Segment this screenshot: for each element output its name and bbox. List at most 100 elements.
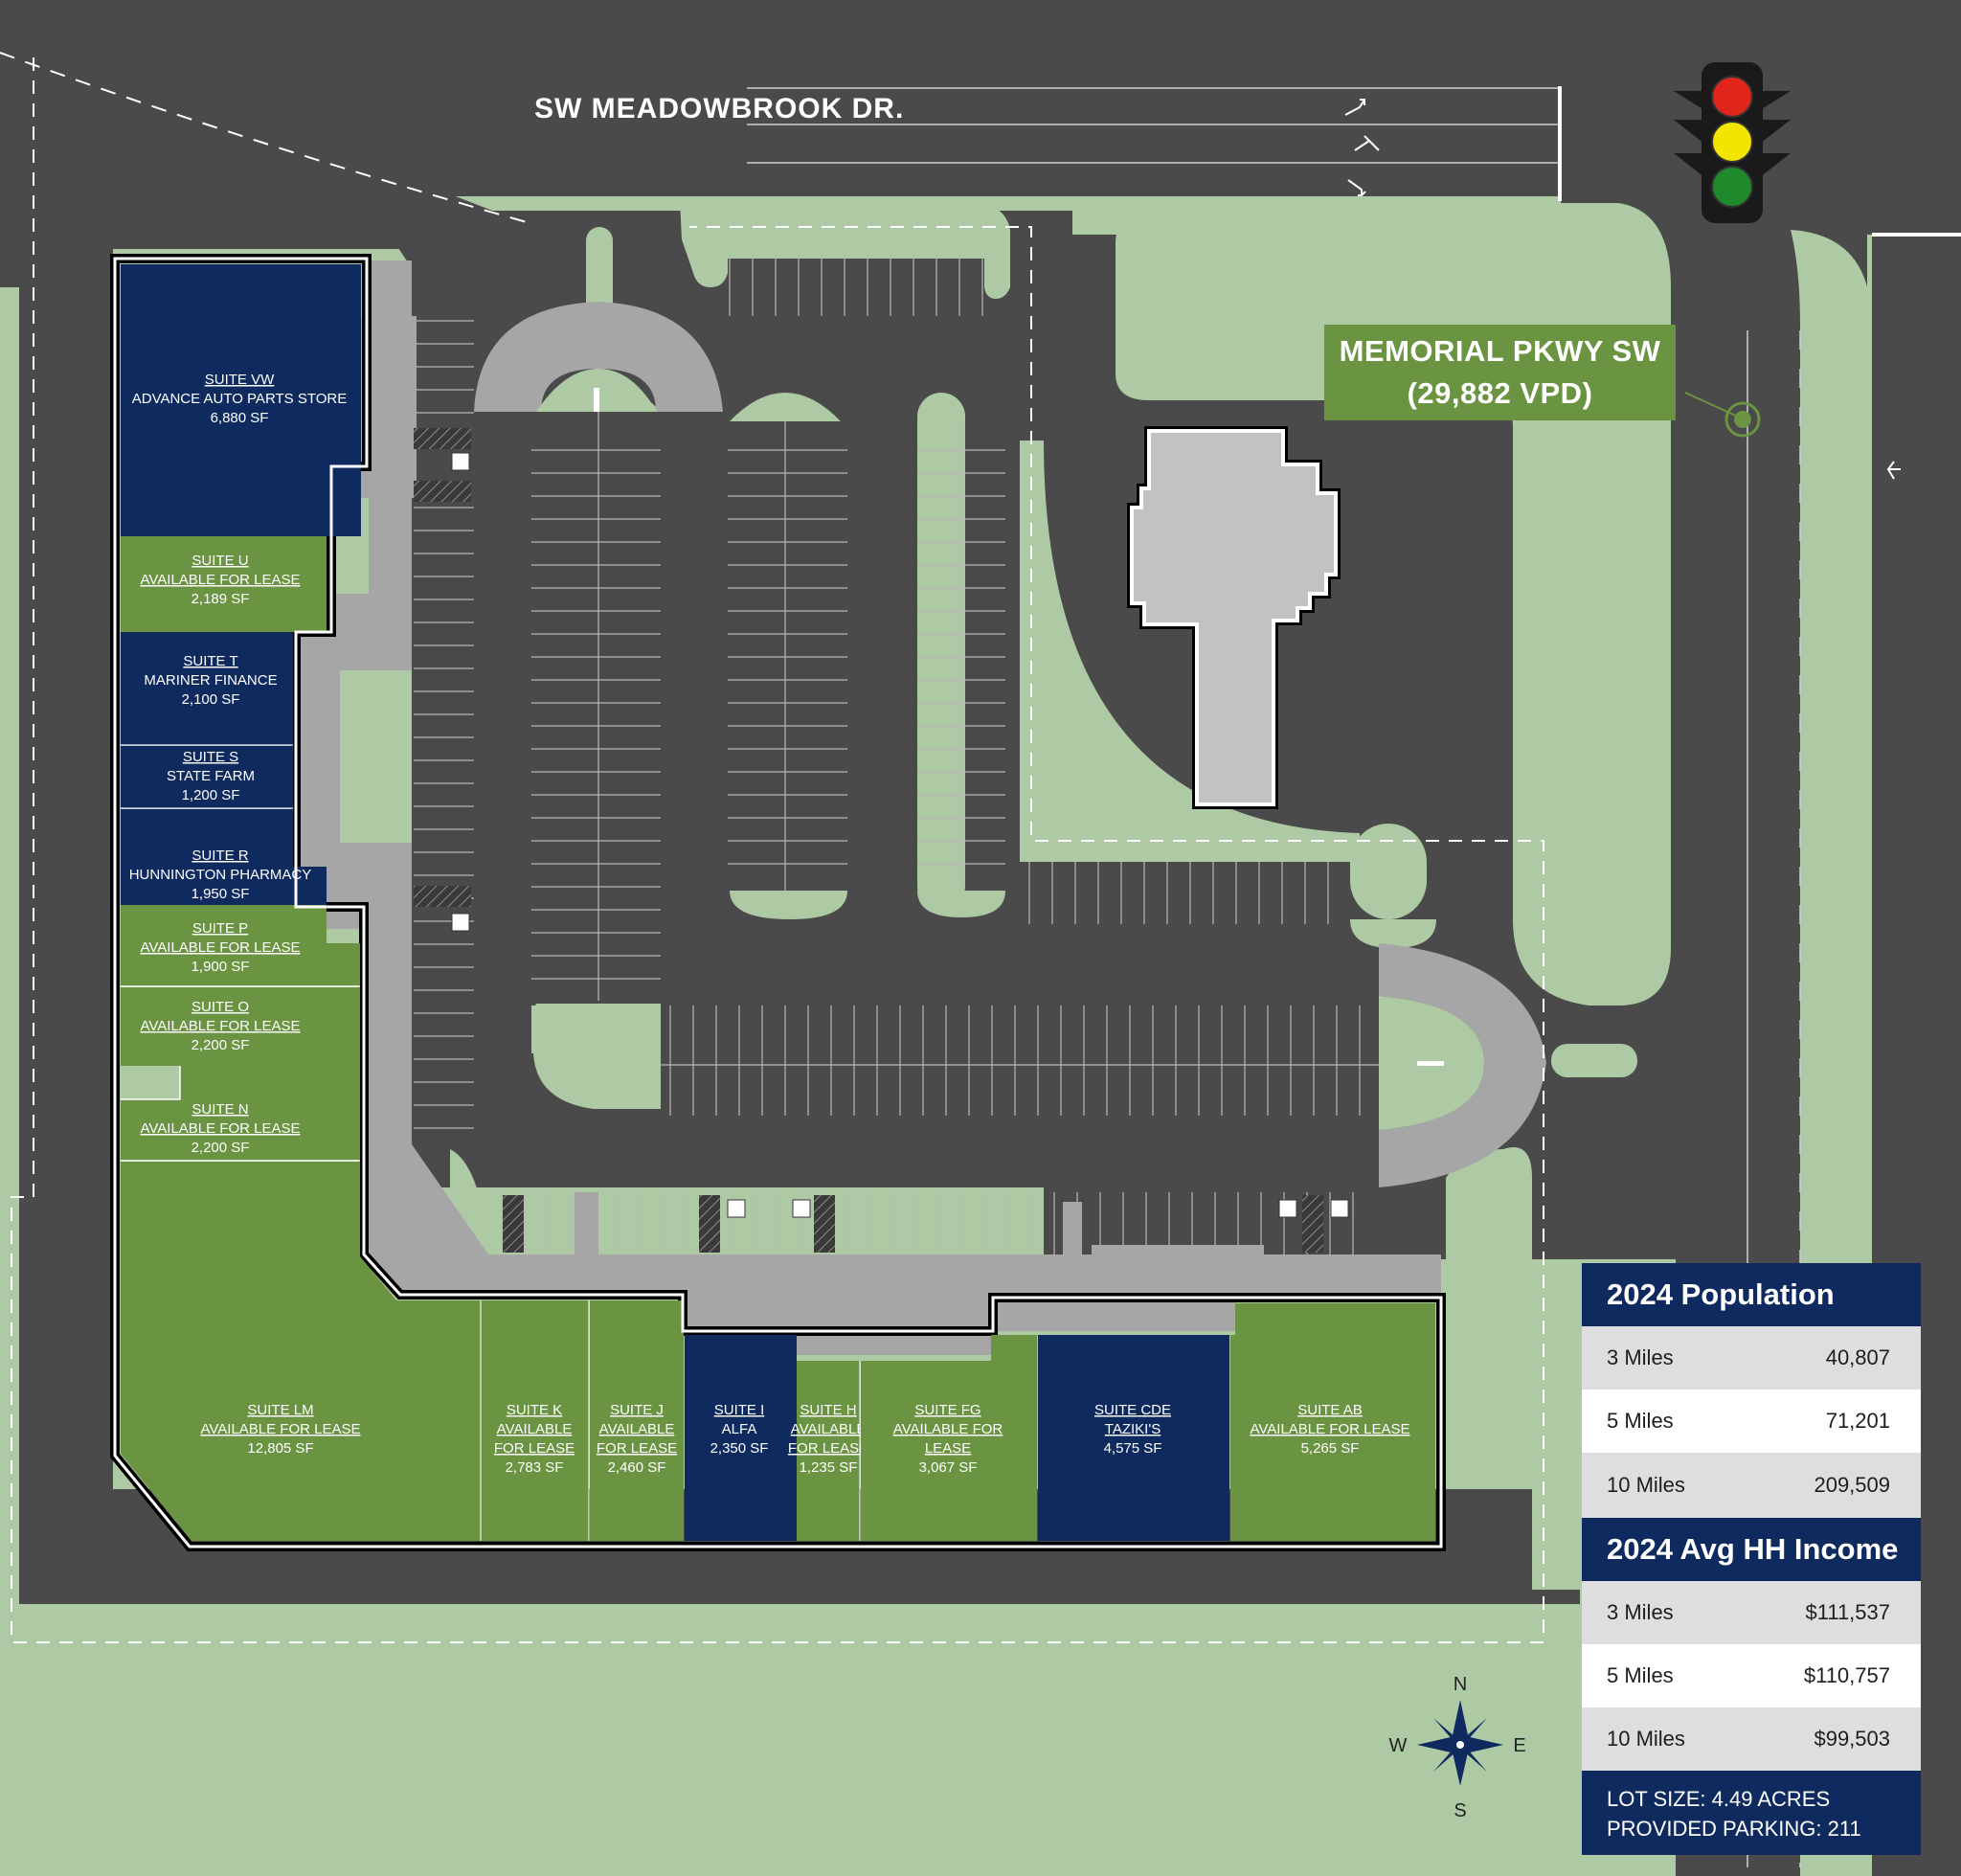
population-value-3mi: 40,807 (1825, 1345, 1890, 1369)
demographics-panel: 2024 Population 3 Miles 40,807 5 Miles 7… (1582, 1263, 1921, 1874)
property-boundary (11, 57, 1544, 1643)
suite-k-tenant-1: AVAILABLE (497, 1421, 573, 1437)
income-value-5mi: $110,757 (1803, 1663, 1890, 1687)
compass-rose-icon: N S E W (1389, 1674, 1526, 1821)
population-row: 10 Miles 209,509 (1582, 1453, 1921, 1518)
accessible-parking (414, 428, 1323, 1253)
population-label-5mi: 5 Miles (1607, 1409, 1674, 1433)
suite-lm-tenant: AVAILABLE FOR LEASE (200, 1421, 360, 1437)
suite-r-title: SUITE R (192, 848, 248, 864)
suite-cde[interactable]: SUITE CDE TAZIKI'S 4,575 SF (1038, 1335, 1229, 1541)
parking-count: PROVIDED PARKING: 211 (1607, 1817, 1861, 1841)
suite-vw[interactable]: SUITE VW ADVANCE AUTO PARTS STORE 6,880 … (121, 264, 361, 536)
suite-j-tenant-2: FOR LEASE (597, 1440, 677, 1457)
suite-n-title: SUITE N (192, 1101, 248, 1118)
suite-r[interactable]: SUITE R HUNNINGTON PHARMACY 1,950 SF (121, 809, 327, 905)
sidewalk (369, 260, 1441, 1355)
compass-west: W (1389, 1735, 1408, 1756)
suite-j[interactable]: SUITE J AVAILABLE FOR LEASE 2,460 SF (590, 1300, 684, 1541)
suite-ab-tenant: AVAILABLE FOR LEASE (1250, 1421, 1409, 1437)
suite-ab-size: 5,265 SF (1301, 1440, 1360, 1457)
compass-east: E (1513, 1735, 1525, 1756)
suite-u-title: SUITE U (192, 553, 248, 569)
lane-arrows (1344, 99, 1901, 480)
memorial-pkwy-label: MEMORIAL PKWY SW (29,882 VPD) (1324, 325, 1676, 420)
suite-j-tenant-1: AVAILABLE (599, 1421, 675, 1437)
suite-o[interactable]: SUITE O AVAILABLE FOR LEASE 2,200 SF (121, 987, 360, 1066)
income-value-3mi: $111,537 (1805, 1600, 1891, 1624)
suite-p-tenant: AVAILABLE FOR LEASE (140, 939, 300, 956)
memorial-pkwy-traffic: (29,882 VPD) (1407, 376, 1593, 410)
suite-n-tenant: AVAILABLE FOR LEASE (140, 1120, 300, 1137)
income-row: 5 Miles $110,757 (1582, 1644, 1921, 1707)
income-label-5mi: 5 Miles (1607, 1663, 1674, 1687)
population-label-10mi: 10 Miles (1607, 1473, 1685, 1497)
meadowbrook-road-label: SW MEADOWBROOK DR. (534, 93, 904, 124)
drive-thru-curve-east (1379, 943, 1546, 1187)
memorial-pkwy-name: MEMORIAL PKWY SW (1339, 334, 1661, 368)
suite-o-size: 2,200 SF (192, 1037, 250, 1053)
suite-cde-size: 4,575 SF (1104, 1440, 1162, 1457)
suite-lm[interactable]: SUITE LM AVAILABLE FOR LEASE 12,805 SF (121, 1162, 481, 1541)
suite-p-title: SUITE P (192, 920, 248, 937)
suite-s-title: SUITE S (183, 749, 238, 765)
suite-lm-size: 12,805 SF (247, 1440, 313, 1457)
population-value-10mi: 209,509 (1814, 1473, 1890, 1497)
population-heading: 2024 Population (1582, 1263, 1921, 1326)
suite-h-tenant-2: FOR LEASE (788, 1440, 868, 1457)
suite-p[interactable]: SUITE P AVAILABLE FOR LEASE 1,900 SF (121, 905, 360, 986)
suite-u[interactable]: SUITE U AVAILABLE FOR LEASE 2,189 SF (121, 536, 327, 632)
suite-i-tenant: ALFA (722, 1421, 757, 1437)
suite-u-tenant: AVAILABLE FOR LEASE (140, 572, 300, 588)
suite-t[interactable]: SUITE T MARINER FINANCE 2,100 SF (121, 632, 293, 745)
population-value-5mi: 71,201 (1825, 1409, 1890, 1433)
suite-h-tenant-1: AVAILABLE (791, 1421, 867, 1437)
suite-h-size: 1,235 SF (800, 1459, 858, 1476)
suite-lm-title: SUITE LM (247, 1402, 313, 1418)
suite-r-tenant: HUNNINGTON PHARMACY (129, 867, 312, 883)
income-row: 3 Miles $111,537 (1582, 1581, 1921, 1644)
suite-ab-title: SUITE AB (1297, 1402, 1363, 1418)
suite-fg[interactable]: SUITE FG AVAILABLE FOR LEASE 3,067 SF (861, 1335, 1037, 1541)
site-summary: LOT SIZE: 4.49 ACRES PROVIDED PARKING: 2… (1582, 1771, 1921, 1855)
income-heading: 2024 Avg HH Income (1582, 1518, 1921, 1581)
income-label-3mi: 3 Miles (1607, 1600, 1674, 1624)
population-row: 5 Miles 71,201 (1582, 1390, 1921, 1453)
population-row: 3 Miles 40,807 (1582, 1326, 1921, 1390)
suite-fg-tenant-1: AVAILABLE FOR (893, 1421, 1003, 1437)
traffic-light-icon (1674, 62, 1791, 223)
grass-south (0, 1604, 1582, 1876)
suite-s-size: 1,200 SF (182, 787, 240, 803)
suite-ab[interactable]: SUITE AB AVAILABLE FOR LEASE 5,265 SF (1230, 1303, 1435, 1541)
income-row: 10 Miles $99,503 (1582, 1707, 1921, 1771)
compass-north: N (1454, 1674, 1467, 1695)
suite-vw-title: SUITE VW (205, 372, 275, 388)
suite-k[interactable]: SUITE K AVAILABLE FOR LEASE 2,783 SF (481, 1300, 589, 1541)
suite-r-size: 1,950 SF (192, 886, 250, 902)
income-value-10mi: $99,503 (1814, 1727, 1890, 1751)
lot-size: LOT SIZE: 4.49 ACRES (1607, 1787, 1831, 1811)
parking-stalls (414, 259, 1379, 1254)
suite-u-size: 2,189 SF (192, 591, 250, 607)
suite-t-title: SUITE T (183, 653, 237, 669)
population-label-3mi: 3 Miles (1607, 1345, 1674, 1369)
suite-j-title: SUITE J (610, 1402, 664, 1418)
suite-o-tenant: AVAILABLE FOR LEASE (140, 1018, 300, 1034)
suite-cde-title: SUITE CDE (1094, 1402, 1171, 1418)
suite-i-size: 2,350 SF (710, 1440, 769, 1457)
suite-t-tenant: MARINER FINANCE (144, 672, 277, 689)
suite-h[interactable]: SUITE H AVAILABLE FOR LEASE 1,235 SF (788, 1361, 868, 1541)
suite-fg-size: 3,067 SF (919, 1459, 978, 1476)
compass-south: S (1454, 1800, 1466, 1821)
suite-p-size: 1,900 SF (192, 959, 250, 975)
suite-i[interactable]: SUITE I ALFA 2,350 SF (685, 1335, 797, 1541)
suite-s[interactable]: SUITE S STATE FARM 1,200 SF (121, 746, 293, 808)
suite-o-title: SUITE O (192, 999, 249, 1015)
income-label-10mi: 10 Miles (1607, 1727, 1685, 1751)
suite-h-title: SUITE H (800, 1402, 856, 1418)
suite-vw-size: 6,880 SF (211, 410, 269, 426)
suite-s-tenant: STATE FARM (167, 768, 255, 784)
traffic-count-marker (1724, 401, 1761, 438)
drive-thru-curve-north (474, 302, 723, 412)
suite-cde-tenant: TAZIKI'S (1105, 1421, 1161, 1437)
